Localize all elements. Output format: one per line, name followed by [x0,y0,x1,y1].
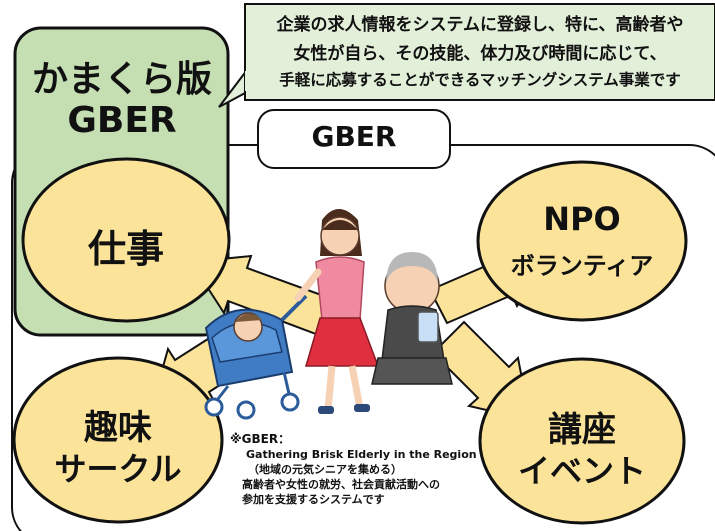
callout-box [244,3,715,101]
badge-line-1: かまくら版 [31,59,212,100]
node-course-label-1: 講座 [548,410,616,450]
node-work-circle [21,157,231,323]
node-npo-label-2: ボランティア [510,252,654,280]
woman-illustration [294,209,380,414]
callout-line-2: 女性が自ら、その技能、体力及び時間に応じて、 [293,44,667,64]
badge-line-2: GBER [67,100,177,141]
node-work-label: 仕事 [87,227,164,271]
callout-text: 企業の求人情報をシステムに登録し、特に、高齢者や 女性が自ら、その技能、体力及び… [245,10,715,98]
node-hobby-label-2: サークル [54,450,182,488]
footnote-expansion: Gathering Brisk Elderly in the Region [246,448,477,461]
node-course-label-2: イベント [517,452,646,490]
node-hobby-circle [12,356,224,524]
frame-title-box [257,109,451,169]
gber-footnote: ※GBER： Gathering Brisk Elderly in the Re… [230,432,500,507]
node-hobby-label-1: 趣味 [84,408,152,448]
footnote-title: ※GBER： [230,432,291,446]
callout-line-3: 手軽に応募することができるマッチングシステム事業です [279,71,681,89]
callout-line-1: 企業の求人情報をシステムに登録し、特に、高齢者や [276,15,684,35]
node-course-circle [478,357,686,525]
frame-title: GBER [311,120,397,153]
footnote-desc-2: 参加を支援するシステムです [242,493,385,506]
node-npo-circle [476,160,688,322]
node-npo-label-1: NPO [543,200,621,238]
footnote-desc-1: 高齢者や女性の就労、社会貢献活動への [242,478,440,491]
footnote-paren: （地域の元気シニアを集める） [248,463,402,476]
stroller-illustration [204,294,308,420]
elderly-man-illustration [371,252,453,385]
